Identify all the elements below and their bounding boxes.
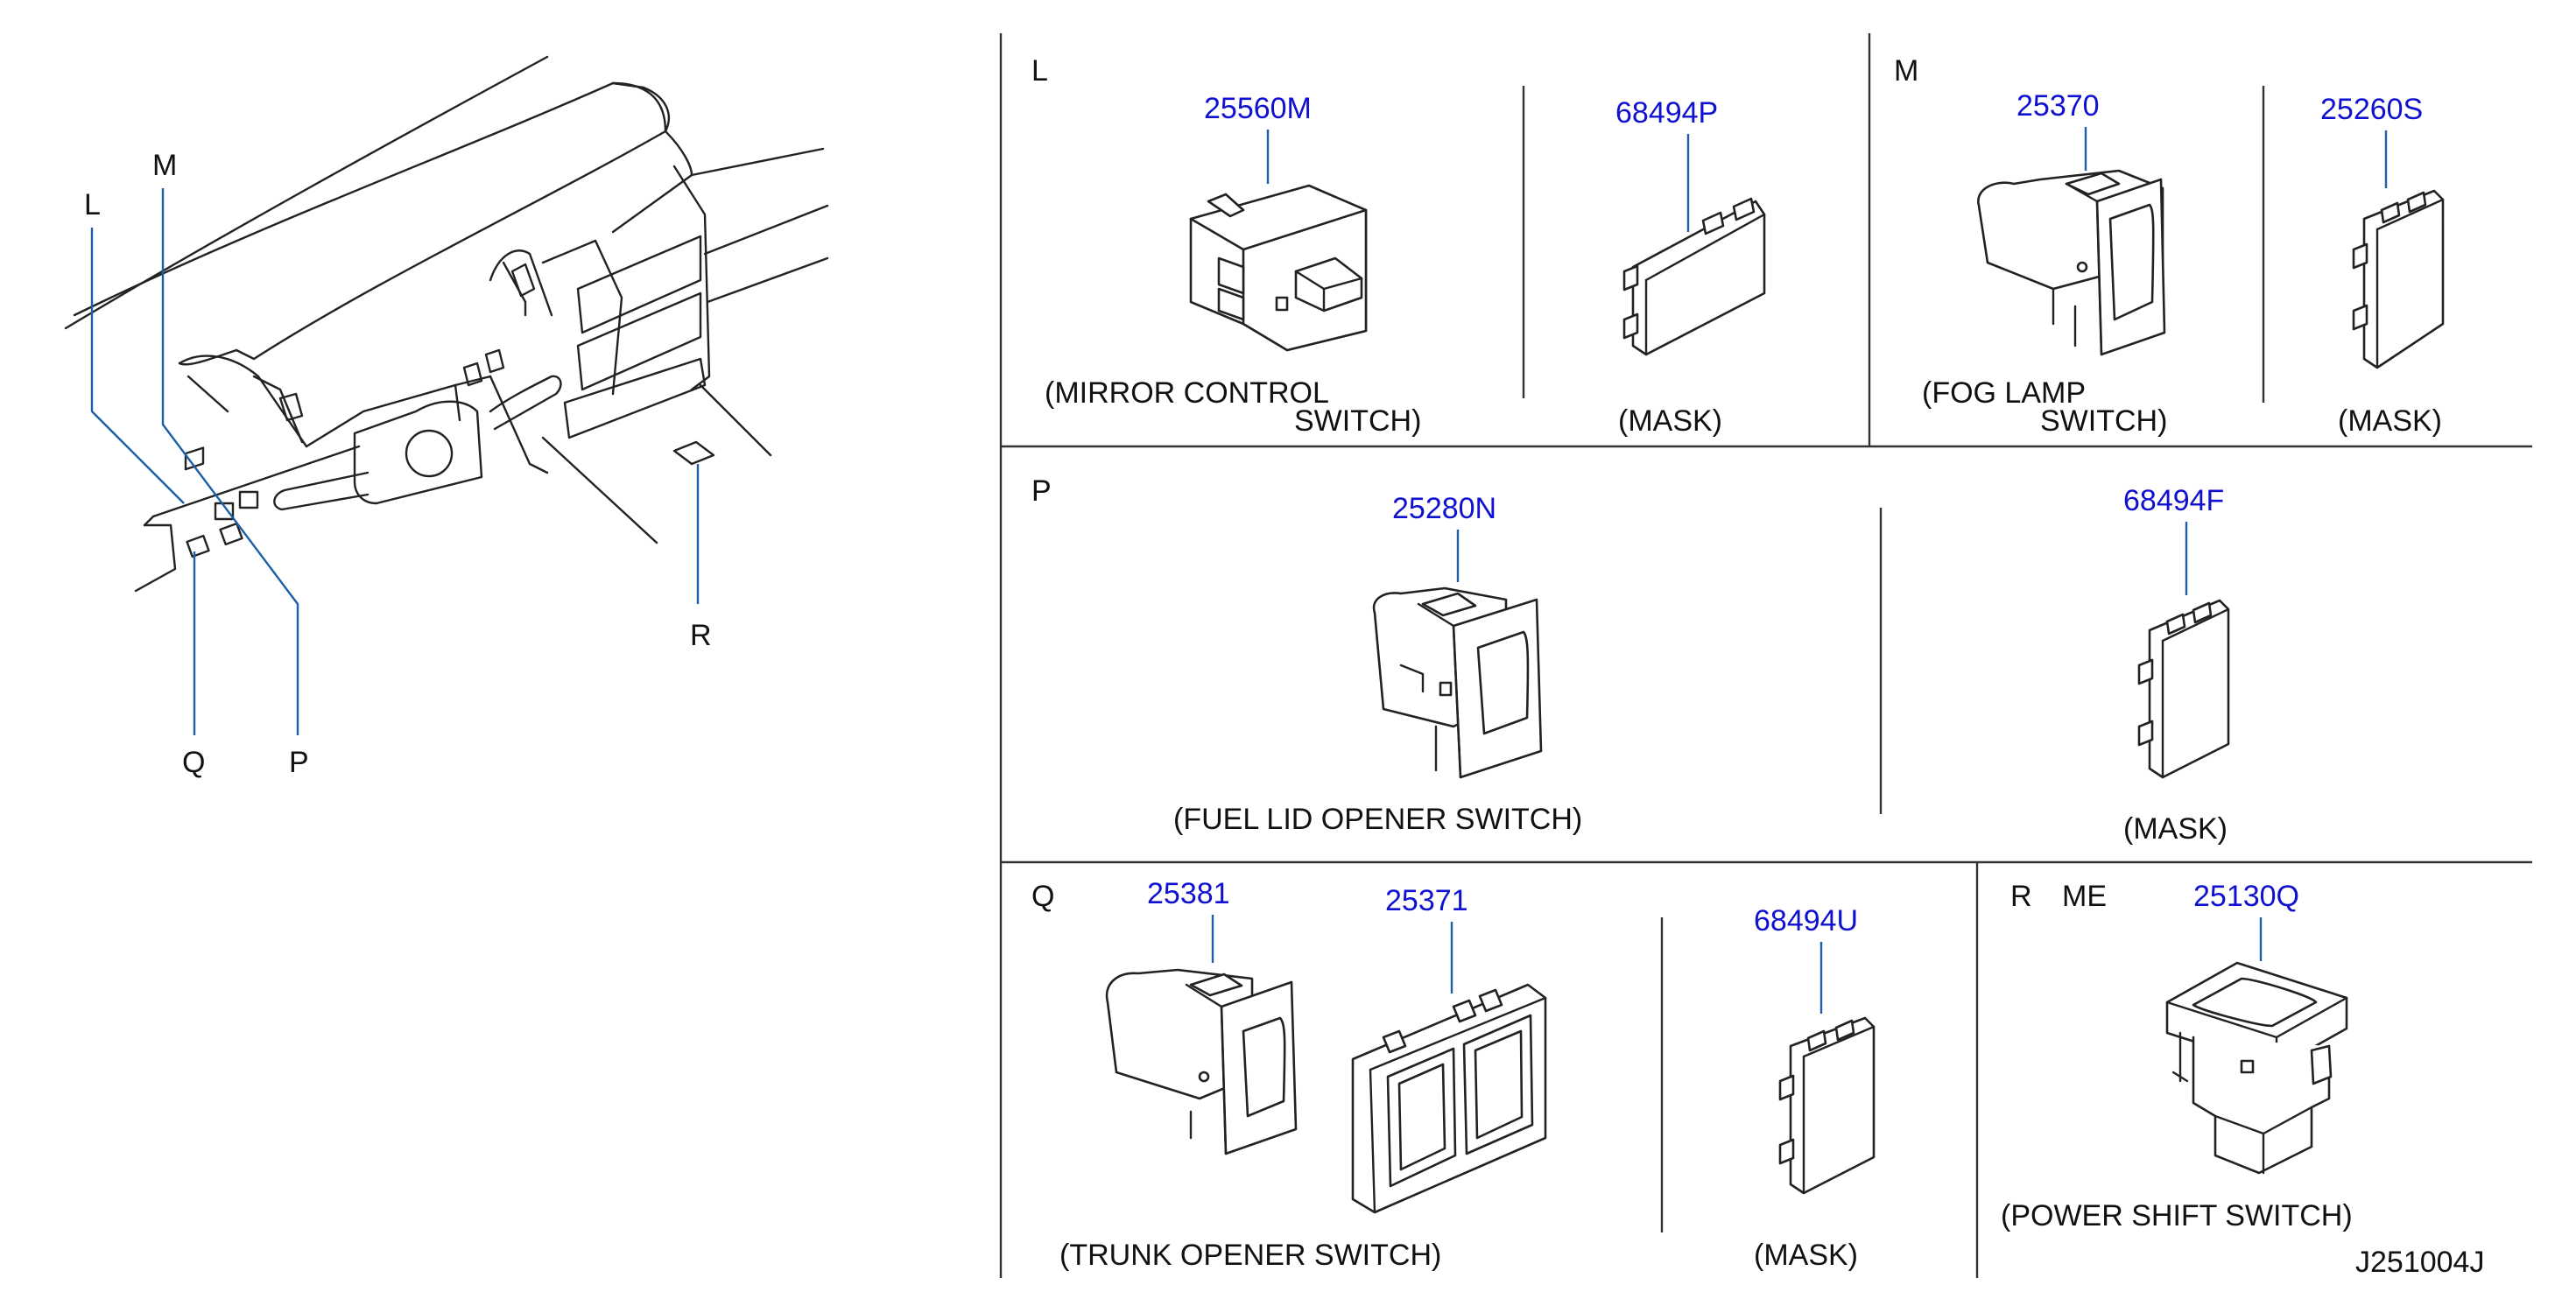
callout-p: P <box>289 746 309 779</box>
mask-m-caption: (MASK) <box>2338 404 2442 438</box>
part-number-25280n: 25280N <box>1392 492 1496 525</box>
section-p-label: P <box>1031 474 1052 508</box>
mask-25260s-drawing <box>2352 189 2445 369</box>
section-m: M 25370 (FOG LAMP SWITCH) 25260S (MASK) <box>1894 54 2445 438</box>
part-number-25381: 25381 <box>1147 877 1230 910</box>
trunk-switch-caption: (TRUNK OPENER SWITCH) <box>1059 1239 1441 1272</box>
section-frames <box>999 33 2532 1278</box>
section-m-label: M <box>1894 54 1918 88</box>
part-number-68494u: 68494U <box>1754 904 1858 937</box>
mask-68494p-drawing <box>1622 197 1766 356</box>
part-number-25560m: 25560M <box>1204 92 1312 125</box>
mirror-control-switch-drawing <box>1189 184 1368 352</box>
mirror-switch-caption-1: (MIRROR CONTROL <box>1045 376 1329 410</box>
part-number-25260s: 25260S <box>2320 93 2423 126</box>
callout-r: R <box>690 619 712 652</box>
section-p: P 25280N (FUEL LID OPENER SWITCH) 68494F <box>1031 474 2230 846</box>
part-number-25130q: 25130Q <box>2193 880 2299 913</box>
section-r-label: R <box>2010 880 2032 913</box>
power-shift-switch-caption: (POWER SHIFT SWITCH) <box>2001 1199 2353 1232</box>
dashboard-overview <box>64 55 829 593</box>
section-r-sub-label: ME <box>2062 880 2107 913</box>
mirror-switch-caption-2: SWITCH) <box>1294 404 1421 438</box>
section-l: L 25560M (MIRROR CONTROL SWITCH) 68494P <box>1031 54 1766 438</box>
part-number-68494f: 68494F <box>2123 484 2224 517</box>
mask-68494f-drawing <box>2137 599 2230 779</box>
trunk-opener-bezel-drawing <box>1351 983 1547 1214</box>
callout-m: M <box>152 149 177 182</box>
mask-l-caption: (MASK) <box>1618 404 1722 438</box>
section-q-label: Q <box>1031 880 1054 913</box>
fog-lamp-switch-drawing <box>1977 169 2166 356</box>
mask-q-caption: (MASK) <box>1754 1239 1858 1272</box>
diagram-code: J251004J <box>2355 1246 2484 1279</box>
mask-68494u-drawing <box>1778 1016 1876 1195</box>
fuel-lid-opener-switch-drawing <box>1372 586 1543 779</box>
power-shift-switch-drawing <box>2165 961 2348 1175</box>
section-r: R ME 25130Q (POWER SHIFT SWITCH) <box>2001 880 2353 1232</box>
part-number-25371: 25371 <box>1385 884 1468 917</box>
callout-l: L <box>84 188 101 221</box>
mask-p-caption: (MASK) <box>2123 812 2228 846</box>
fog-switch-caption-2: SWITCH) <box>2040 404 2167 438</box>
part-number-68494p: 68494P <box>1615 96 1718 130</box>
section-l-label: L <box>1031 54 1048 88</box>
overview-leaders <box>90 188 700 735</box>
callout-q: Q <box>182 746 205 779</box>
trunk-opener-switch-drawing <box>1105 968 1298 1155</box>
fuel-lid-switch-caption: (FUEL LID OPENER SWITCH) <box>1173 803 1582 836</box>
fog-switch-caption-1: (FOG LAMP <box>1922 376 2086 410</box>
part-number-25370: 25370 <box>2016 89 2100 123</box>
section-q: Q 25381 25371 (TRUNK OPENER <box>1031 877 1876 1272</box>
